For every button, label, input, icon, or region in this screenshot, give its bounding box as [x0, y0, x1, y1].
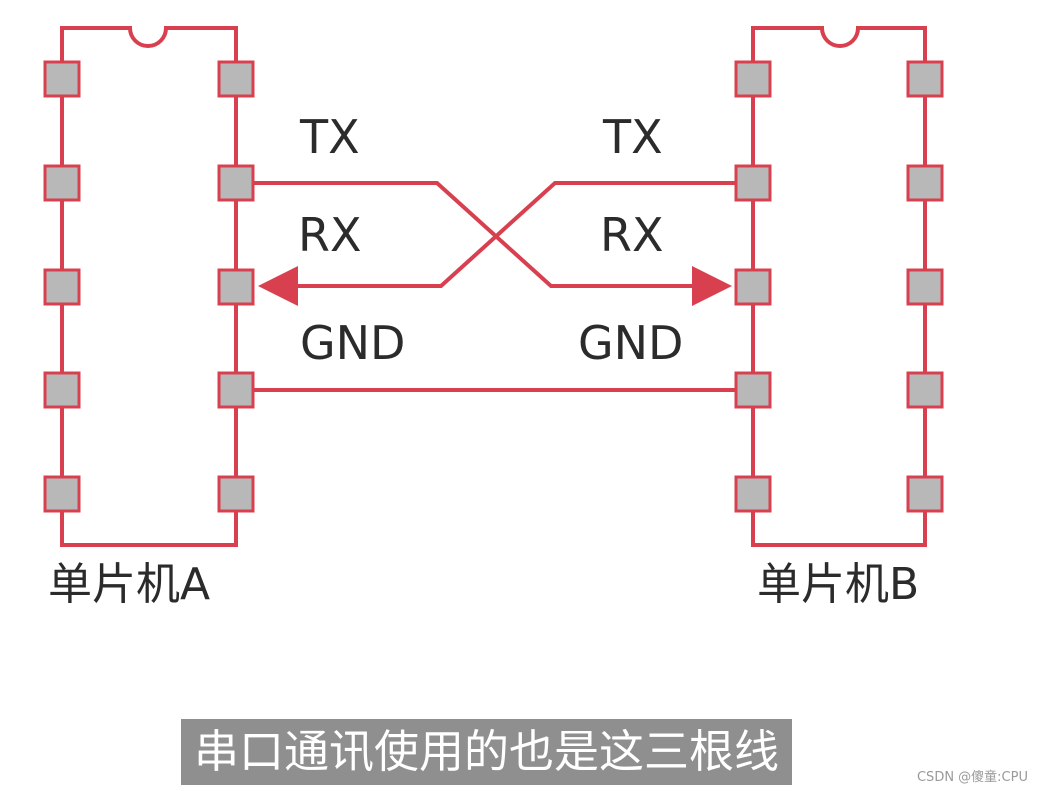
chip-b-left-pins: [734, 60, 772, 513]
caption: 串口通讯使用的也是这三根线: [181, 719, 793, 785]
chip-a-gnd-pin: [217, 371, 255, 409]
chip-b-body: [751, 26, 927, 547]
chip-a-gnd-label: GND: [300, 316, 406, 370]
chip-a-tx-label: TX: [300, 110, 360, 164]
chip-b-tx-label: TX: [603, 110, 663, 164]
chip-b-pin: [906, 475, 944, 513]
chip-a-pin: [43, 475, 81, 513]
chip-b-tx-pin: [734, 164, 772, 202]
chip-b-pin: [906, 268, 944, 306]
chip-a-pin: [43, 60, 81, 98]
chip-b-pin: [906, 164, 944, 202]
chip-a-left-pins: [43, 60, 81, 513]
chip-a-rx-label: RX: [298, 208, 362, 262]
chip-b-rx-pin: [734, 268, 772, 306]
wire-a-tx-to-b-rx: [253, 181, 732, 306]
chip-b-gnd-pin: [734, 371, 772, 409]
chip-b-right-pins: [906, 60, 944, 513]
chip-a-body: [60, 26, 238, 547]
chip-b-name: 单片机B: [757, 559, 920, 610]
chip-b-pin: [734, 60, 772, 98]
chip-a-rx-pin: [217, 268, 255, 306]
chip-a-pin: [43, 371, 81, 409]
chip-b-pin: [734, 475, 772, 513]
chip-b-rx-label: RX: [600, 208, 664, 262]
chip-a-pin: [43, 164, 81, 202]
chip-a-pin: [217, 475, 255, 513]
watermark: CSDN @傻童:CPU: [916, 770, 1028, 785]
chip-a-right-pins: [217, 60, 255, 513]
chip-b-pin: [906, 371, 944, 409]
chip-b-gnd-label: GND: [578, 316, 684, 370]
chip-a-pin: [217, 60, 255, 98]
chip-a-pin: [43, 268, 81, 306]
chip-a-tx-pin: [217, 164, 255, 202]
chip-b-pin: [906, 60, 944, 98]
chip-a-name: 单片机A: [48, 559, 211, 610]
wire-b-tx-to-a-rx: [258, 181, 736, 306]
